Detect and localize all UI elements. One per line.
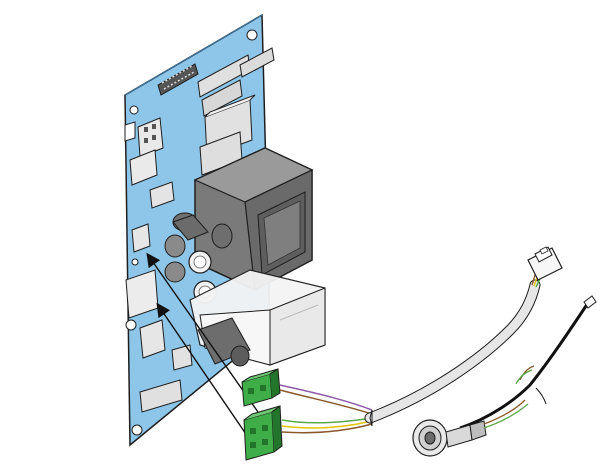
arrow-icon (156, 302, 251, 441)
barrel-component (197, 317, 251, 367)
arrow-icon (146, 252, 259, 413)
bulkhead-connector-icon (412, 399, 529, 457)
pin-header (157, 63, 199, 96)
green-terminal-block-upper (241, 368, 281, 407)
black-cable (459, 295, 597, 430)
white-plug-connector (527, 246, 563, 281)
assembly-arrows (146, 252, 259, 441)
gray-cable (364, 279, 541, 427)
transformer (193, 147, 314, 291)
green-terminal-block-lower (243, 405, 283, 461)
left-terminal-cluster (125, 117, 193, 413)
relays (199, 94, 256, 176)
top-connectors (197, 47, 275, 117)
wire-bundle (279, 384, 373, 434)
